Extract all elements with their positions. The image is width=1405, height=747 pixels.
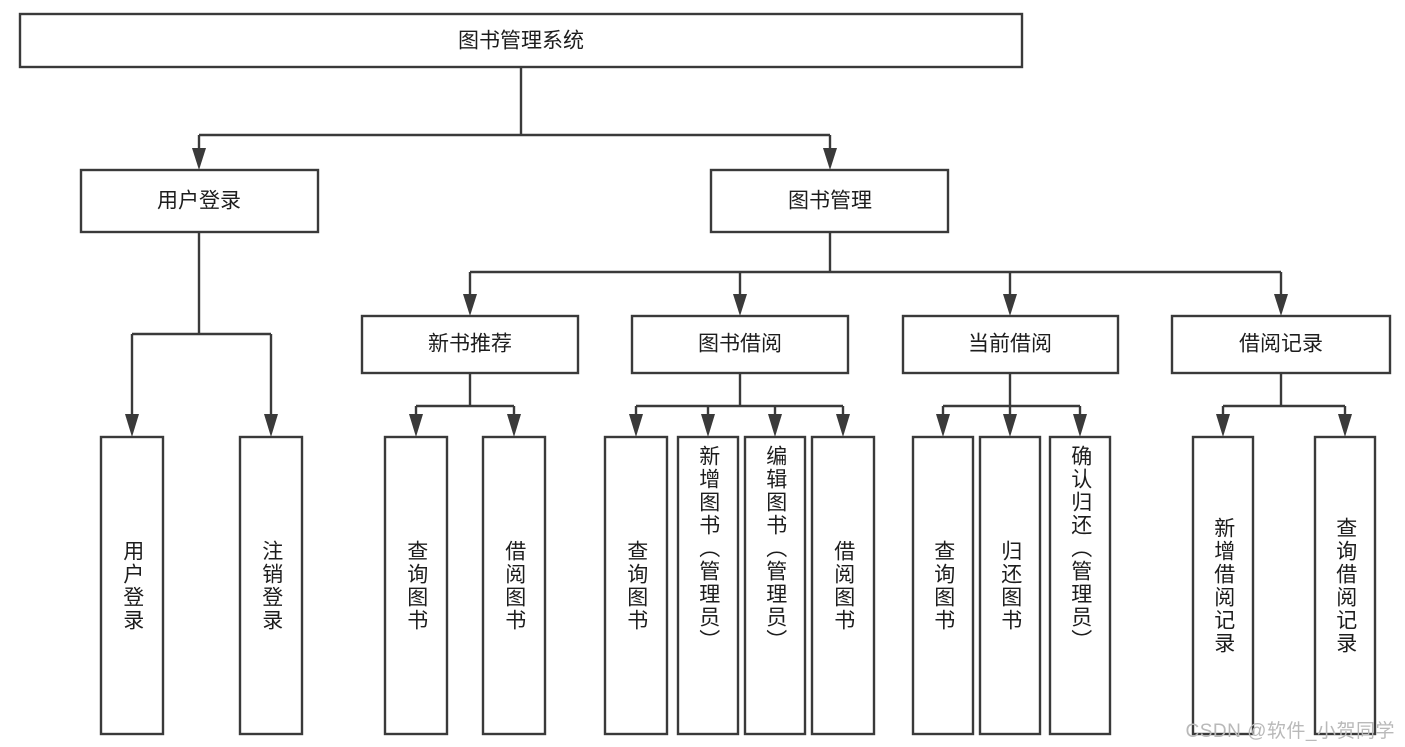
node-book-borrow-label: 图书借阅 (698, 333, 782, 356)
arrow-head-leaf-query-book-1 (409, 414, 423, 437)
arrow-head-leaf-logout (264, 414, 278, 437)
leaf-box-add-record[interactable] (1191, 435, 1255, 736)
leaf-box-logout[interactable] (238, 435, 304, 736)
connector-group-current-borrow (936, 373, 1087, 437)
leaf-box-borrow-book-1[interactable] (481, 435, 547, 736)
connector-group-book-borrow (629, 373, 850, 437)
arrow-head-current-borrow (1003, 294, 1017, 316)
leaf-box-query-book-3[interactable] (911, 435, 975, 736)
node-user-login-box[interactable] (79, 168, 320, 234)
arrow-head-leaf-add-book (701, 414, 715, 437)
leaf-box-user-login[interactable] (99, 435, 165, 736)
node-borrow-record[interactable]: 借阅记录 (1170, 314, 1392, 375)
arrow-head-leaf-confirm-return (1073, 414, 1087, 437)
leaf-box-query-record[interactable] (1313, 435, 1377, 736)
arrow-head-leaf-user-login (125, 414, 139, 437)
leaf-box-query-book-1[interactable] (383, 435, 449, 736)
leaf-box-edit-book[interactable] (743, 435, 807, 736)
node-user-login-label: 用户登录 (157, 190, 241, 213)
node-root[interactable]: 图书管理系统 (18, 12, 1024, 69)
arrow-head-leaf-borrow-book-2 (836, 414, 850, 437)
node-current-borrow[interactable]: 当前借阅 (901, 314, 1120, 375)
connector-group-new-book-rec (409, 373, 521, 437)
leaf-box-query-book-2[interactable] (603, 435, 669, 736)
arrow-head-leaf-query-book-3 (936, 414, 950, 437)
arrow-head-book-borrow (733, 294, 747, 316)
node-book-borrow-box[interactable] (630, 314, 850, 375)
leaf-box-group (99, 435, 1377, 736)
node-borrow-record-box[interactable] (1170, 314, 1392, 375)
arrow-head-leaf-query-book-2 (629, 414, 643, 437)
node-current-borrow-label: 当前借阅 (968, 333, 1052, 356)
arrow-head-leaf-return-book (1003, 414, 1017, 437)
arrow-head-leaf-add-record (1216, 414, 1230, 437)
node-new-book-recommend[interactable]: 新书推荐 (360, 314, 580, 375)
connector-group-root (192, 67, 837, 170)
arrow-head-borrow-record (1274, 294, 1288, 316)
node-book-management-label: 图书管理 (788, 190, 872, 213)
node-borrow-record-label: 借阅记录 (1239, 333, 1323, 356)
node-book-management-box[interactable] (709, 168, 950, 234)
node-root-label: 图书管理系统 (458, 30, 584, 53)
arrow-head-user-login (192, 148, 206, 170)
connector-group-borrow-record (1216, 373, 1352, 437)
arrow-head-leaf-edit-book (768, 414, 782, 437)
connector-group-user-login (125, 232, 278, 437)
leaf-box-add-book[interactable] (676, 435, 740, 736)
node-new-book-recommend-box[interactable] (360, 314, 580, 375)
node-book-management[interactable]: 图书管理 (709, 168, 950, 234)
arrow-head-leaf-borrow-book-1 (507, 414, 521, 437)
arrow-head-book-mgmt (823, 148, 837, 170)
leaf-box-confirm-return[interactable] (1048, 435, 1112, 736)
node-user-login[interactable]: 用户登录 (79, 168, 320, 234)
node-current-borrow-box[interactable] (901, 314, 1120, 375)
arrow-head-new-book-rec (463, 294, 477, 316)
node-root-box[interactable] (18, 12, 1024, 69)
leaf-box-return-book[interactable] (978, 435, 1042, 736)
node-new-book-recommend-label: 新书推荐 (428, 333, 512, 356)
connector-group-book-mgmt (463, 232, 1288, 316)
node-book-borrow[interactable]: 图书借阅 (630, 314, 850, 375)
arrow-head-leaf-query-record (1338, 414, 1352, 437)
leaf-box-borrow-book-2[interactable] (810, 435, 876, 736)
